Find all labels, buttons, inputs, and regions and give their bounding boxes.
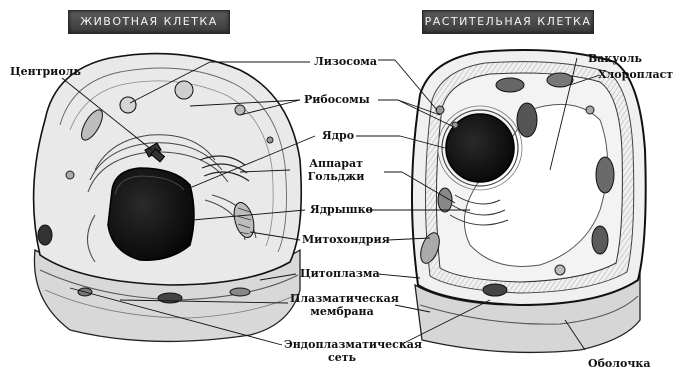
label-lysosome: Лизосома	[314, 55, 377, 68]
label-er-line1: Эндоплазматическая	[284, 338, 400, 351]
label-golgi: Аппарат Гольджи	[294, 157, 378, 183]
label-golgi-line1: Аппарат	[294, 157, 378, 170]
label-endoplasmic-reticulum: Эндоплазматическая сеть	[284, 338, 400, 364]
label-er-line2: сеть	[284, 351, 400, 364]
label-cytoplasm: Цитоплазма	[300, 267, 380, 280]
animal-cell	[34, 54, 302, 342]
plant-cell	[412, 50, 646, 353]
plant-chloroplast	[517, 103, 537, 137]
plant-cell-title: РАСТИТЕЛЬНАЯ КЛЕТКА	[422, 10, 594, 34]
label-nucleolus: Ядрышко	[310, 203, 373, 216]
label-cell-wall: Оболочка	[588, 357, 650, 370]
label-chloroplast: Хлоропласт	[598, 68, 673, 81]
label-golgi-line2: Гольджи	[294, 170, 378, 183]
animal-nucleus	[108, 168, 194, 260]
label-plasma-membrane: Плазматическая мембрана	[290, 292, 394, 318]
animal-cell-title: ЖИВОТНАЯ КЛЕТКА	[68, 10, 230, 34]
label-vacuole: Вакуоль	[588, 52, 642, 65]
label-membrane-line1: Плазматическая	[290, 292, 394, 305]
label-ribosomes: Рибосомы	[304, 93, 370, 106]
label-nucleus: Ядро	[322, 129, 354, 142]
animal-lysosome	[120, 97, 136, 113]
label-centriole: Центриоль	[10, 65, 81, 78]
label-mitochondria: Митохондрия	[302, 233, 390, 246]
label-membrane-line2: мембрана	[290, 305, 394, 318]
